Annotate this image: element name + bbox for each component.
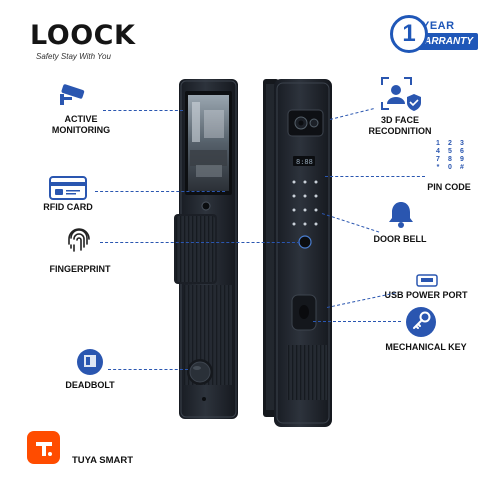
leader-mechanical-key — [313, 321, 401, 322]
label-fingerprint: FINGERPRINT — [49, 264, 111, 274]
lock-front-view — [174, 79, 238, 419]
deadbolt-icon — [77, 349, 103, 375]
cctv-camera-icon — [60, 84, 85, 105]
keypad-key: 9 — [460, 156, 464, 163]
leader-rfid-card — [95, 191, 225, 192]
key-icon — [406, 307, 436, 337]
keypad-key: 1 — [436, 140, 440, 147]
tuya-label: TUYA SMART — [72, 455, 134, 466]
warranty-number: 1 — [390, 15, 428, 53]
label-door-bell: DOOR BELL — [373, 234, 427, 244]
keypad-key: 8 — [448, 156, 452, 163]
keypad-key: 5 — [448, 148, 452, 155]
rfid-card-icon — [49, 176, 87, 200]
face-recognition-icon — [381, 77, 421, 111]
brand-slogan: Safety Stay With You — [36, 52, 111, 61]
fingerprint-icon — [68, 228, 90, 252]
label-face-recognition: 3D FACE RECODNITION — [368, 115, 432, 136]
leader-active-monitoring — [103, 110, 183, 111]
warranty-label: WARRANTY — [415, 33, 478, 50]
keypad-key: 4 — [436, 148, 440, 155]
keypad-key: 6 — [460, 148, 464, 155]
keypad-icon: 1 2 3 4 5 6 7 8 9 * 0 # — [432, 140, 468, 171]
keypad-key: 3 — [460, 140, 464, 147]
lock-side-view: 8:88 — [263, 79, 332, 427]
svg-text:8:88: 8:88 — [296, 158, 313, 166]
keypad-key: # — [460, 164, 464, 171]
keypad-key: 7 — [436, 156, 440, 163]
leader-pin-code — [325, 176, 425, 177]
label-usb-power-port: USB POWER PORT — [384, 290, 468, 300]
label-rfid-card: RFID CARD — [43, 202, 93, 212]
leader-fingerprint — [100, 242, 300, 243]
tuya-logo — [27, 431, 60, 464]
leader-deadbolt — [108, 369, 188, 370]
warranty-year: YEAR — [422, 20, 455, 32]
usb-port-icon — [416, 274, 438, 287]
brand-logo: LOOCK — [30, 20, 136, 51]
keypad-key: * — [436, 164, 440, 171]
keypad-key: 0 — [448, 164, 452, 171]
keypad-key: 2 — [448, 140, 452, 147]
label-mechanical-key: MECHANICAL KEY — [385, 342, 467, 352]
label-active-monitoring: ACTIVE MONITORING — [51, 114, 111, 135]
label-pin-code: PIN CODE — [427, 182, 471, 192]
warranty-badge: 1 YEAR WARRANTY — [390, 15, 482, 55]
tuya-t-icon — [35, 441, 52, 456]
label-deadbolt: DEADBOLT — [65, 380, 115, 390]
bell-icon — [389, 202, 413, 228]
